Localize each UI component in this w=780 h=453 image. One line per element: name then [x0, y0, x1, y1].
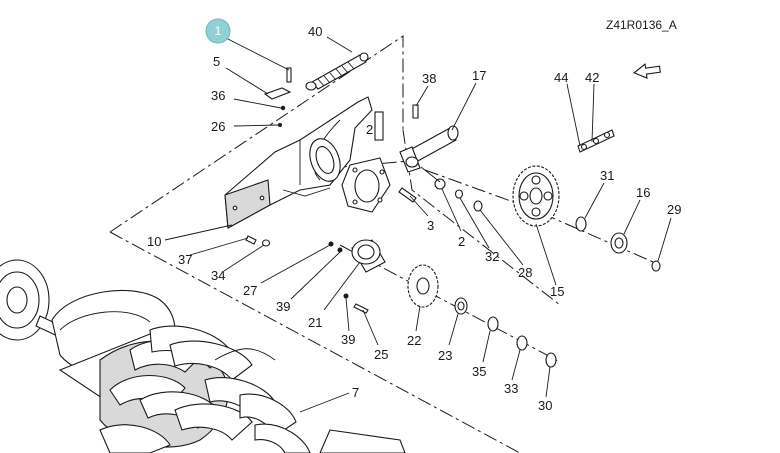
right-bearing-stack	[575, 216, 661, 272]
pivot-shaft	[374, 104, 459, 173]
callout-5[interactable]: 5	[213, 54, 220, 69]
callout-17[interactable]: 17	[472, 68, 486, 83]
callout-7[interactable]: 7	[352, 385, 359, 400]
callout-31[interactable]: 31	[600, 168, 614, 183]
callout-30[interactable]: 30	[538, 398, 552, 413]
bracket-bolts	[245, 235, 271, 247]
callout-badge-1[interactable]: 1	[205, 18, 231, 44]
bearing-flange	[341, 157, 417, 213]
leader-lines	[164, 36, 672, 413]
callout-26[interactable]: 26	[211, 119, 225, 134]
callout-label-1: 1	[215, 24, 222, 38]
drive-hub	[328, 239, 386, 314]
rotor-assembly	[0, 259, 406, 453]
callout-40[interactable]: 40	[308, 24, 322, 39]
small-hardware-top	[263, 67, 292, 127]
callout-labels: 40 5 36 26 38 17 44 42 2 10 37 34 3 2 32…	[147, 24, 681, 413]
direction-arrow-icon	[633, 63, 661, 79]
callout-28[interactable]: 28	[518, 265, 532, 280]
callout-23[interactable]: 23	[438, 348, 452, 363]
mount-bracket	[224, 96, 373, 229]
callout-2-upper[interactable]: 2	[366, 122, 373, 137]
callout-37[interactable]: 37	[178, 252, 192, 267]
callout-33[interactable]: 33	[504, 381, 518, 396]
callout-44[interactable]: 44	[554, 70, 568, 85]
callout-10[interactable]: 10	[147, 234, 161, 249]
drawing-id: Z41R0136_A	[606, 18, 677, 32]
large-sprocket	[512, 165, 560, 227]
lower-ring-stack	[454, 297, 557, 368]
small-sprocket	[407, 264, 439, 308]
callout-22[interactable]: 22	[407, 333, 421, 348]
callout-3[interactable]: 3	[427, 218, 434, 233]
callout-34[interactable]: 34	[211, 268, 225, 283]
washers-row	[434, 178, 483, 212]
tension-spring	[305, 52, 369, 91]
callout-25[interactable]: 25	[374, 347, 388, 362]
callout-29[interactable]: 29	[667, 202, 681, 217]
callout-39-right[interactable]: 39	[341, 332, 355, 347]
callout-21[interactable]: 21	[308, 315, 322, 330]
chain-links	[577, 129, 615, 153]
callout-32[interactable]: 32	[485, 249, 499, 264]
callout-38[interactable]: 38	[422, 71, 436, 86]
callout-2-lower[interactable]: 2	[458, 234, 465, 249]
callout-16[interactable]: 16	[636, 185, 650, 200]
callout-27[interactable]: 27	[243, 283, 257, 298]
callout-36[interactable]: 36	[211, 88, 225, 103]
callout-15[interactable]: 15	[550, 284, 564, 299]
callout-35[interactable]: 35	[472, 364, 486, 379]
callout-42[interactable]: 42	[585, 70, 599, 85]
callout-39-left[interactable]: 39	[276, 299, 290, 314]
